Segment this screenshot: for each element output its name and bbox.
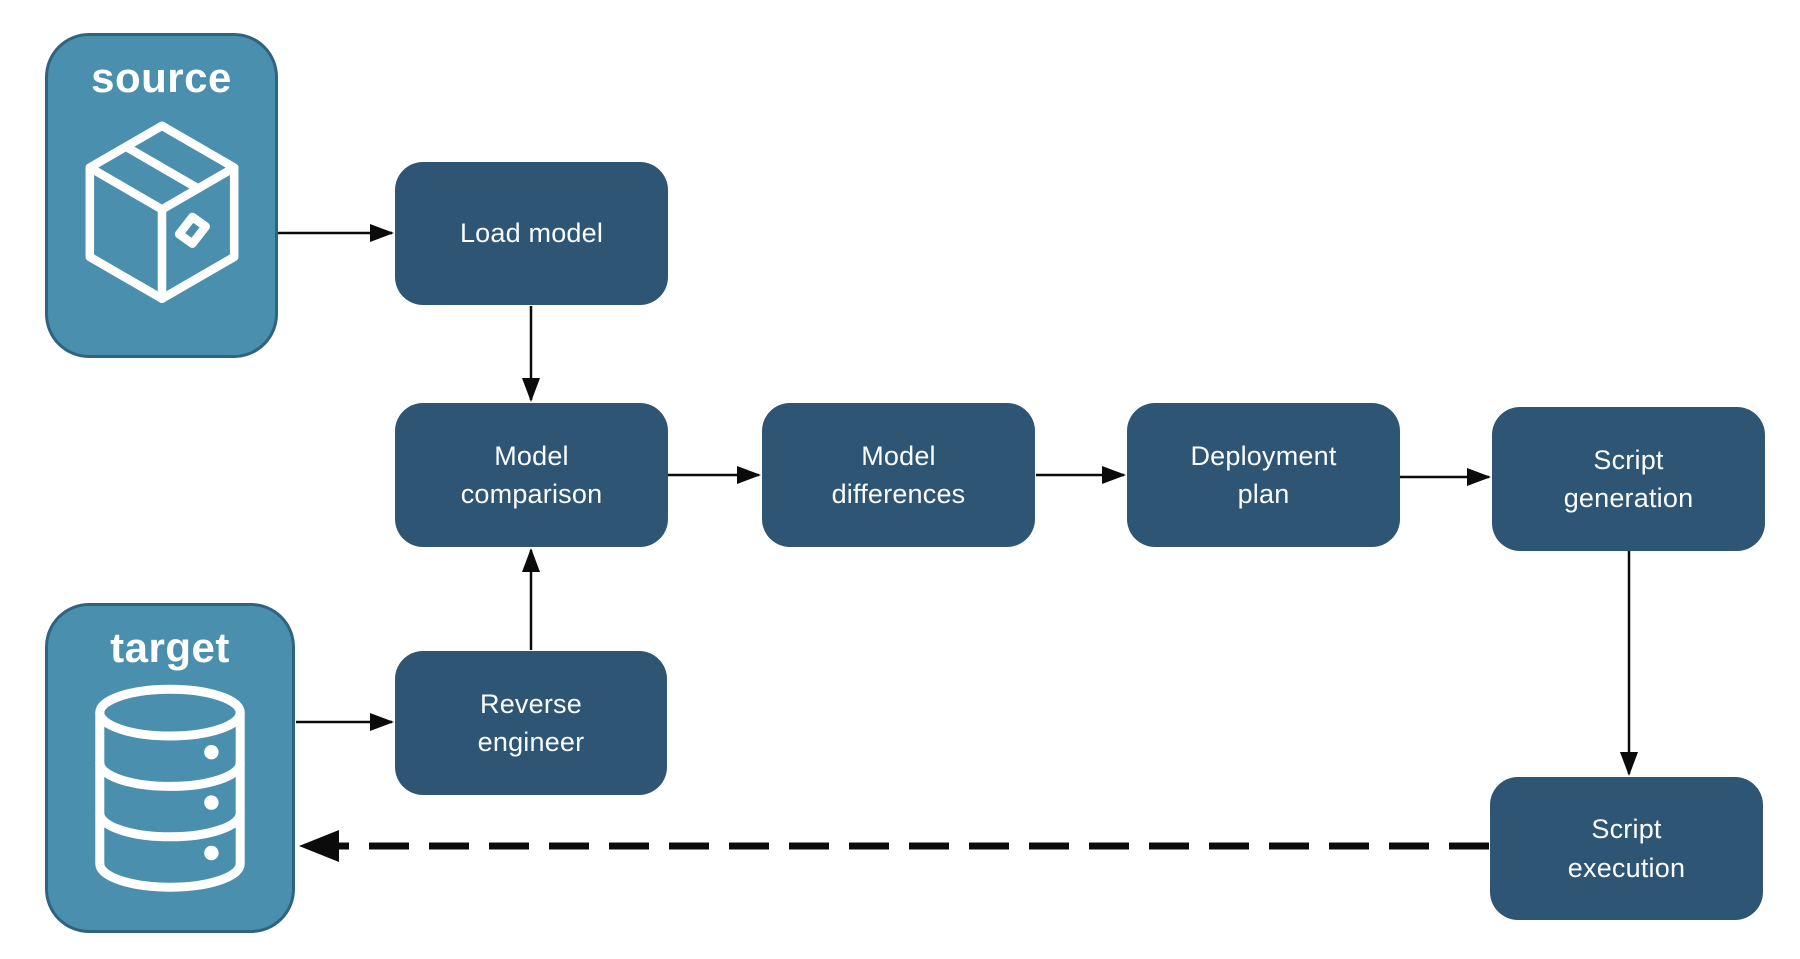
node-reverse-engineer[interactable]: Reverse engineer bbox=[395, 651, 667, 795]
node-deployment-plan[interactable]: Deployment plan bbox=[1127, 403, 1400, 547]
endpoint-target[interactable]: target bbox=[45, 603, 295, 933]
node-reverse-engineer-label: Reverse engineer bbox=[477, 688, 585, 757]
database-icon bbox=[95, 684, 245, 892]
node-model-comparison-label: Model comparison bbox=[460, 440, 603, 509]
node-script-generation[interactable]: Script generation bbox=[1492, 407, 1765, 551]
node-script-execution[interactable]: Script execution bbox=[1490, 777, 1763, 920]
node-load-model-label: Load model bbox=[459, 218, 604, 249]
node-model-differences-label: Model differences bbox=[831, 440, 966, 509]
node-script-generation-label: Script generation bbox=[1563, 444, 1694, 513]
endpoint-source-label: source bbox=[91, 54, 232, 101]
node-deployment-plan-label: Deployment plan bbox=[1190, 440, 1337, 509]
endpoint-target-label: target bbox=[110, 624, 230, 671]
node-load-model[interactable]: Load model bbox=[395, 162, 668, 305]
node-model-differences[interactable]: Model differences bbox=[762, 403, 1035, 547]
node-model-comparison[interactable]: Model comparison bbox=[395, 403, 668, 547]
endpoint-source[interactable]: source bbox=[45, 33, 278, 358]
package-icon bbox=[85, 121, 238, 303]
node-script-execution-label: Script execution bbox=[1567, 814, 1686, 883]
